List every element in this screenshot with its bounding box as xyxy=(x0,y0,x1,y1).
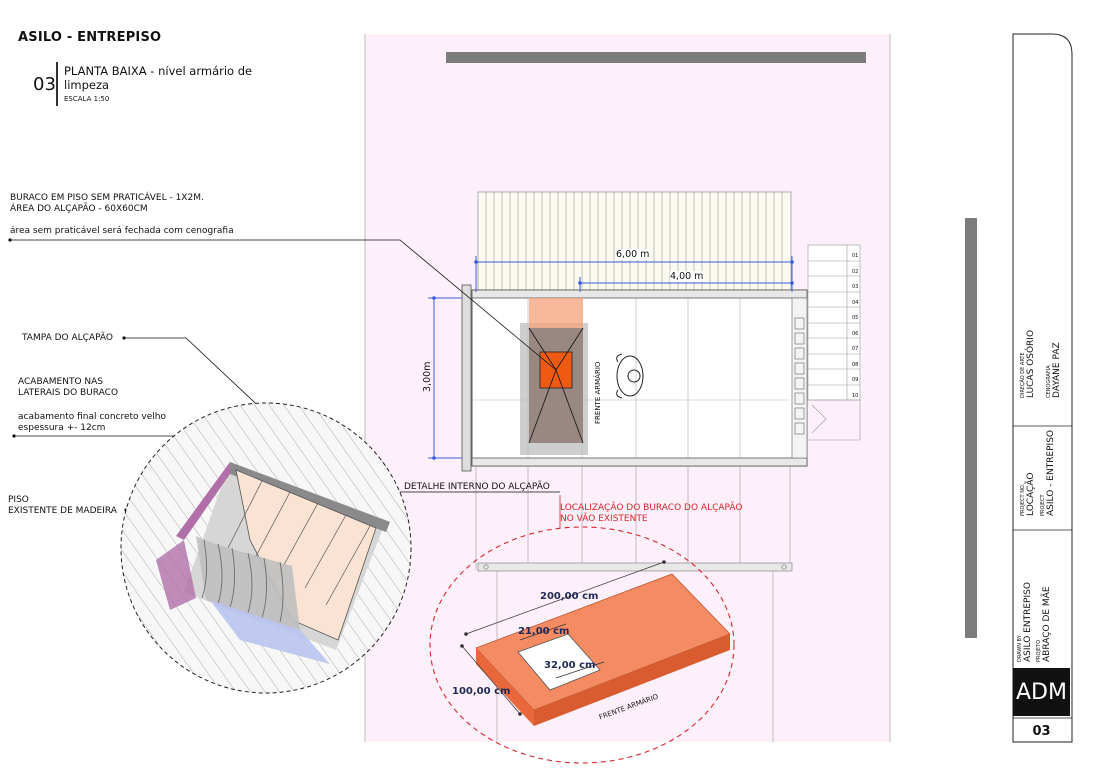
floor-note-line1: PISO xyxy=(8,495,29,505)
finish-note-line2: espessura +- 12cm xyxy=(18,423,106,433)
project-name: ASILO - ENTREPISO xyxy=(1046,429,1056,516)
detail-circle xyxy=(120,402,412,694)
slab-detail xyxy=(429,526,735,764)
slab-dim-100: 100,00 cm xyxy=(452,686,511,697)
slab-dim-200: 200,00 cm xyxy=(540,591,599,602)
sheet-divider xyxy=(56,62,58,106)
projeto-value: ABRAÇO DE MÃE xyxy=(1042,586,1052,662)
slab-dim-21: 21,00 cm xyxy=(518,626,570,637)
finish-title-line1: ACABAMENTO NAS xyxy=(18,377,103,387)
hole-closure-note: área sem praticável será fechada com cen… xyxy=(10,226,234,236)
title-block xyxy=(1012,33,1073,743)
art-director-name: LUCAS OSÓRIO xyxy=(1026,329,1036,398)
stair-step: 07 xyxy=(852,346,859,352)
lower-area xyxy=(475,466,793,742)
dim-3m-label: 3,00m xyxy=(422,361,433,392)
stair-step: 02 xyxy=(852,268,859,275)
location-name: LOCAÇÃO xyxy=(1026,472,1036,516)
stair-step: 03 xyxy=(852,284,859,290)
front-cabinet-label: FRENTE ARMÁRIO xyxy=(594,361,602,424)
finish-note-line1: acabamento final concreto velho xyxy=(18,412,166,422)
detail-interior-label: DETALHE INTERNO DO ALÇAPÃO xyxy=(404,482,550,492)
stair-step: 10 xyxy=(852,392,859,399)
dimension-lines xyxy=(428,256,793,459)
sheet-number: 03 xyxy=(33,74,56,95)
project-code-badge: ADM xyxy=(1013,668,1070,716)
floor-note-line2: EXISTENTE DE MADEIRA xyxy=(8,506,117,516)
upper-hatched-area xyxy=(477,191,792,293)
stair-step: 01 xyxy=(852,253,859,259)
stair-step: 06 xyxy=(852,330,859,337)
person-icon xyxy=(616,353,644,399)
stairs xyxy=(807,244,861,441)
drawn-by-value: ASILO ENTREPISO xyxy=(1023,582,1033,662)
side-beam xyxy=(965,218,977,638)
stair-step: 05 xyxy=(852,315,859,321)
scale-label: ESCALA 1:50 xyxy=(64,95,110,103)
scenographer-name: DAYANE PAZ xyxy=(1052,342,1062,398)
room-plan xyxy=(461,284,808,472)
drawing-title: ASILO - ENTREPISO xyxy=(18,30,162,45)
stair-step: 08 xyxy=(852,361,859,368)
top-beam xyxy=(446,52,866,63)
dim-4m-label: 4,00 m xyxy=(670,271,704,282)
finish-title-line2: LATERAIS DO BURACO xyxy=(18,388,119,398)
slab-dim-32: 32,00 cm xyxy=(544,660,596,671)
sheet-description: PLANTA BAIXA - nível armário de limpeza xyxy=(64,64,253,92)
hole-location-line2: NO VÃO EXISTENTE xyxy=(560,514,648,524)
hole-title-note: BURACO EM PISO SEM PRATICÁVEL - 1X2M. xyxy=(10,193,204,203)
sheet-number-box: 03 xyxy=(1032,723,1051,739)
stair-step: 09 xyxy=(852,377,859,383)
hole-location-line1: LOCALIZAÇÃO DO BURACO DO ALÇAPÃO xyxy=(560,503,743,513)
hole-area-note: ÁREA DO ALÇAPÃO - 60X60CM xyxy=(10,204,148,214)
dim-6m-label: 6,00 m xyxy=(616,249,650,260)
trapdoor-lid-note: TAMPA DO ALÇAPÃO xyxy=(22,333,114,343)
stair-steps: 01 02 03 04 05 06 07 08 09 10 xyxy=(852,249,858,404)
stair-step: 04 xyxy=(852,299,859,306)
